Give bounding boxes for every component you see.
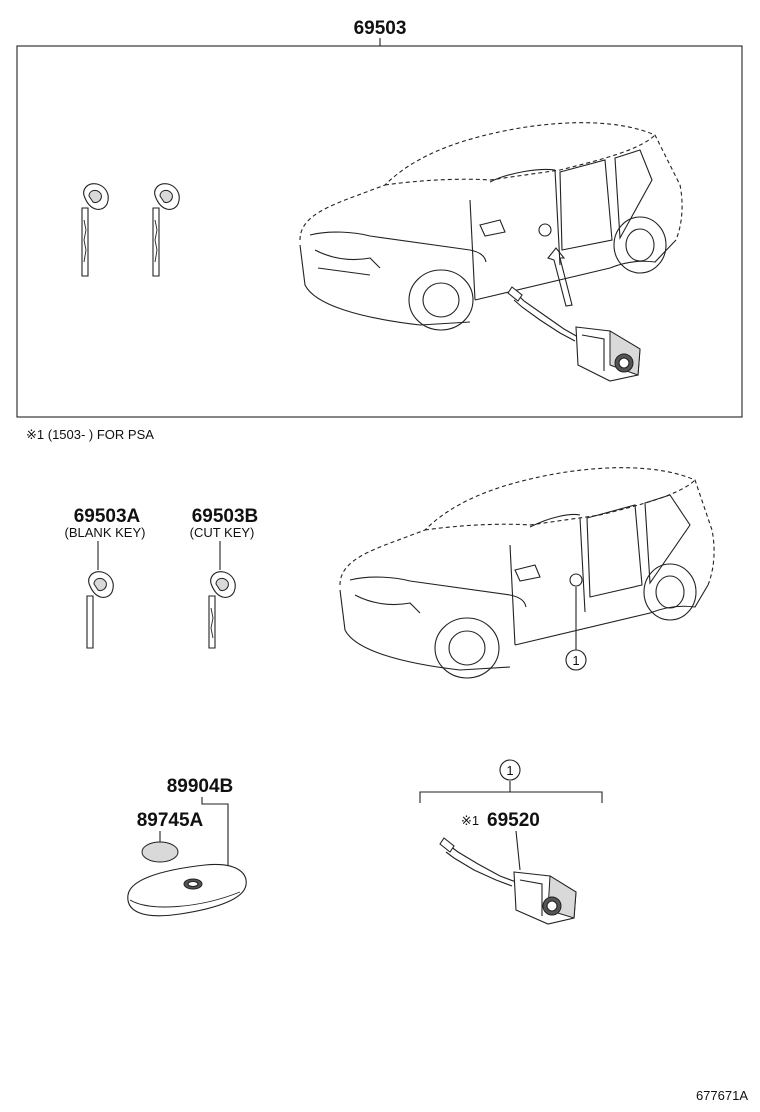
battery-icon: [141, 841, 179, 863]
battery-part-number[interactable]: 89745A: [137, 810, 204, 831]
cut-key-part-number[interactable]: 69503B: [192, 506, 259, 527]
blank-key-icon: [86, 571, 114, 649]
callout-number: 1: [572, 653, 579, 668]
vehicle-drawing: [299, 122, 683, 331]
key-icon: [152, 183, 180, 277]
cut-key-description: (CUT KEY): [190, 525, 255, 540]
blank-key-description: (BLANK KEY): [65, 525, 146, 540]
group-bracket: [419, 791, 603, 803]
vehicle-drawing-callout: 1: [339, 467, 715, 679]
cut-key-icon: [208, 571, 236, 649]
key-icon: [81, 183, 109, 277]
cylinder-mark: ※1: [461, 813, 479, 828]
lock-cylinder-drawing: [507, 286, 641, 382]
cylinder-leader-line: [515, 830, 521, 871]
transmitter-group: 89904B 89745A: [127, 776, 247, 917]
diagram-code: 677671A: [696, 1088, 748, 1103]
assembly-group: 69503: [16, 18, 743, 418]
callout-circle: [565, 649, 587, 671]
cylinder-group: 1 ※1 69520: [419, 759, 603, 925]
cylinder-part-number[interactable]: 69520: [487, 810, 540, 831]
blank-key-part-number[interactable]: 69503A: [74, 506, 141, 527]
assembly-frame: [16, 45, 743, 418]
transmitter-leader-line: [201, 797, 229, 870]
blank-key-group: 69503A (BLANK KEY): [65, 506, 146, 649]
key-fob-icon: [127, 863, 247, 917]
cut-key-group: 69503B (CUT KEY): [190, 506, 259, 649]
group-callout-number: 1: [506, 763, 513, 778]
applicability-note: ※1 (1503- ) FOR PSA: [26, 427, 154, 442]
transmitter-part-number[interactable]: 89904B: [167, 776, 234, 797]
door-lock-cylinder-icon: [439, 837, 577, 925]
group-callout-circle: [499, 759, 521, 781]
assembly-part-number[interactable]: 69503: [354, 18, 407, 39]
